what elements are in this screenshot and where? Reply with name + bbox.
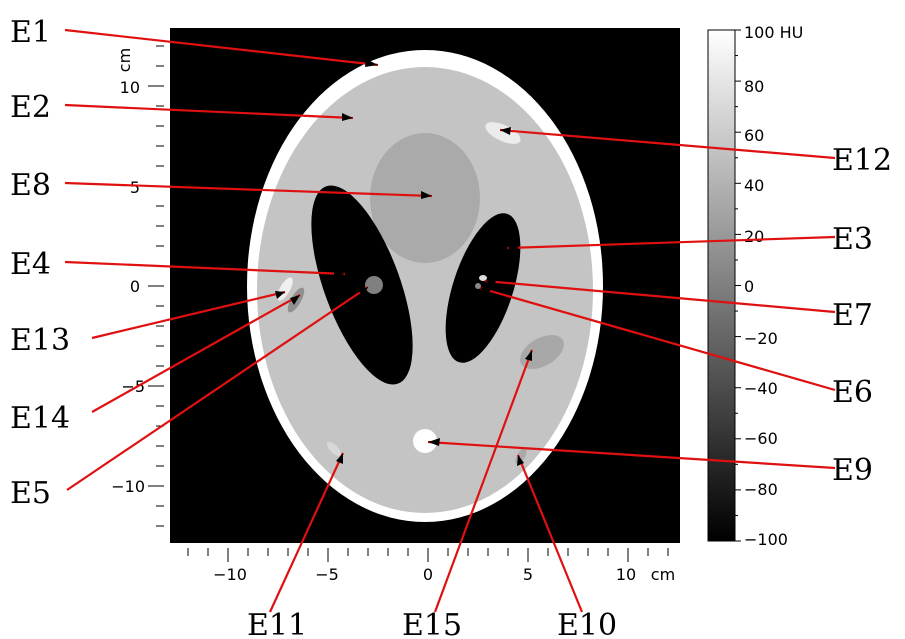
colorbar-gradient bbox=[707, 29, 736, 542]
arrow-e1 bbox=[64, 28, 379, 67]
ellipse-labels: E1 E2 E8 E4 E13 E14 E5 E11 E15 E10 E12 E… bbox=[10, 15, 892, 639]
arrowhead bbox=[358, 287, 368, 297]
label-e15: E15 bbox=[402, 608, 462, 639]
ellipse-e4 bbox=[311, 185, 413, 385]
arrow-e6 bbox=[479, 286, 836, 392]
arrowhead bbox=[421, 191, 432, 199]
arrow-e7 bbox=[484, 279, 836, 314]
arrow-e9 bbox=[427, 440, 836, 470]
colorbar-tick-label: 100 HU bbox=[744, 23, 803, 42]
arrow-e11 bbox=[269, 452, 344, 613]
colorbar-tick-label: −60 bbox=[744, 429, 778, 448]
ellipse-e11 bbox=[327, 442, 341, 456]
colorbar-tick-label: −40 bbox=[744, 379, 778, 398]
ellipse-e7 bbox=[479, 275, 487, 281]
label-e14: E14 bbox=[10, 401, 70, 436]
label-e5: E5 bbox=[10, 476, 51, 511]
colorbar-tick-label: −100 bbox=[744, 530, 788, 549]
arrowhead bbox=[428, 438, 440, 446]
arrowhead bbox=[500, 127, 511, 135]
label-e2: E2 bbox=[10, 90, 51, 125]
label-e13: E13 bbox=[10, 323, 70, 358]
arrow-e10 bbox=[516, 454, 584, 613]
y-tick-label: −10 bbox=[111, 477, 145, 496]
arrow-e13 bbox=[91, 290, 286, 340]
annotation-arrows bbox=[64, 28, 836, 613]
y-axis bbox=[148, 45, 164, 527]
arrow-e5 bbox=[66, 286, 369, 491]
arrow-e15 bbox=[433, 349, 534, 613]
arrowhead bbox=[480, 287, 491, 295]
arrow-e8 bbox=[64, 181, 433, 198]
colorbar-tick-label: 60 bbox=[744, 126, 764, 145]
ellipse-e5 bbox=[365, 276, 383, 294]
colorbar-tick-label: −20 bbox=[744, 329, 778, 348]
arrow-e2 bbox=[64, 103, 354, 120]
y-tick-label: 10 bbox=[120, 78, 140, 97]
y-tick-label: 0 bbox=[130, 277, 140, 296]
label-e11: E11 bbox=[247, 608, 307, 639]
x-axis bbox=[187, 548, 669, 562]
colorbar-tick-label: 0 bbox=[744, 277, 754, 296]
colorbar: 100 HU 80 60 40 20 0 −20 −40 −60 −80 −10… bbox=[707, 23, 803, 549]
ellipse-e12 bbox=[485, 122, 521, 144]
phantom-image bbox=[170, 28, 680, 543]
label-e3: E3 bbox=[832, 222, 873, 257]
colorbar-tick-label: 40 bbox=[744, 176, 764, 195]
arrowhead bbox=[334, 269, 345, 277]
x-tick-label: 0 bbox=[423, 565, 433, 584]
ellipse-e2-brain bbox=[257, 67, 593, 513]
label-e1: E1 bbox=[10, 15, 51, 50]
label-e9: E9 bbox=[832, 453, 873, 488]
label-e12: E12 bbox=[832, 143, 892, 178]
y-axis-unit: cm bbox=[115, 48, 134, 72]
label-e6: E6 bbox=[832, 375, 873, 410]
x-tick-label: −10 bbox=[213, 565, 247, 584]
arrowhead bbox=[525, 350, 532, 361]
x-axis-unit: cm bbox=[651, 565, 675, 584]
arrowhead bbox=[365, 59, 378, 67]
x-tick-label: 5 bbox=[523, 565, 533, 584]
label-e8: E8 bbox=[10, 168, 51, 203]
arrow-e12 bbox=[499, 128, 836, 160]
arrowhead bbox=[275, 291, 285, 299]
x-tick-label: −5 bbox=[315, 565, 339, 584]
label-e4: E4 bbox=[10, 247, 51, 282]
colorbar-tick-label: 80 bbox=[744, 77, 764, 96]
arrow-e4 bbox=[64, 260, 346, 276]
arrowhead bbox=[342, 113, 353, 121]
label-e7: E7 bbox=[832, 298, 873, 333]
arrowhead bbox=[517, 455, 524, 466]
ellipse-e8 bbox=[370, 133, 480, 263]
label-e10: E10 bbox=[557, 608, 617, 639]
x-tick-label: 10 bbox=[616, 565, 636, 584]
ellipse-e6 bbox=[475, 283, 481, 289]
arrowhead bbox=[507, 244, 518, 252]
ellipse-e9 bbox=[413, 429, 437, 453]
y-tick-label: 5 bbox=[130, 178, 140, 197]
arrowhead bbox=[336, 453, 343, 464]
colorbar-tick-label: −80 bbox=[744, 480, 778, 499]
colorbar-tick-label: 20 bbox=[744, 227, 764, 246]
arrow-e3 bbox=[506, 235, 836, 250]
arrow-e14 bbox=[91, 294, 301, 413]
arrowhead bbox=[485, 278, 496, 286]
colorbar-ticks bbox=[735, 29, 741, 542]
arrowhead bbox=[290, 295, 300, 305]
